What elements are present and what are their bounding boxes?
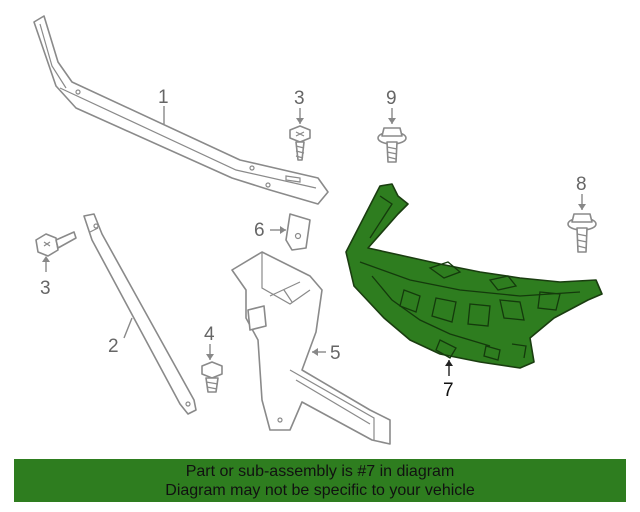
leader-arrow-7 [445, 360, 453, 366]
callout-1: 1 [158, 87, 169, 108]
part-2-lower-strut[interactable] [83, 213, 197, 415]
leader-arrow-9 [388, 118, 396, 124]
callout-3-top: 3 [294, 88, 305, 109]
banner-line-disclaimer: Diagram may not be specific to your vehi… [165, 482, 475, 499]
callout-7: 7 [443, 380, 454, 401]
leader-line-2 [123, 317, 133, 339]
part-9-bolt[interactable] [377, 127, 407, 163]
callout-8: 8 [576, 174, 587, 195]
part-4-clip[interactable] [201, 361, 223, 393]
callout-2: 2 [108, 336, 119, 357]
parts-diagram: 1 2 3 3 9 8 [33, 15, 603, 445]
callout-6: 6 [254, 220, 265, 241]
leader-arrow-3-top [296, 118, 304, 124]
callout-4: 4 [204, 324, 215, 345]
part-3-screw-left[interactable] [35, 231, 77, 257]
part-3-screw-top[interactable] [289, 125, 311, 161]
banner-line-part-number: Part or sub-assembly is #7 in diagram [185, 463, 455, 480]
leader-arrow-6 [280, 226, 286, 234]
callout-3-left: 3 [40, 278, 51, 299]
part-1-upper-support-beam[interactable] [33, 15, 329, 205]
callout-9: 9 [386, 88, 397, 109]
leader-arrow-5 [312, 348, 318, 356]
part-5-mounting-bracket[interactable] [231, 251, 391, 445]
leader-arrow-4 [206, 354, 214, 360]
part-8-bolt[interactable] [567, 213, 597, 253]
part-7-highlighted-bracket[interactable] [345, 183, 603, 369]
part-6-small-bracket[interactable] [285, 213, 311, 251]
info-banner: Part or sub-assembly is #7 in diagram Di… [14, 459, 626, 502]
leader-arrow-3-left [42, 256, 50, 262]
callout-5: 5 [330, 343, 341, 364]
leader-arrow-8 [578, 204, 586, 210]
